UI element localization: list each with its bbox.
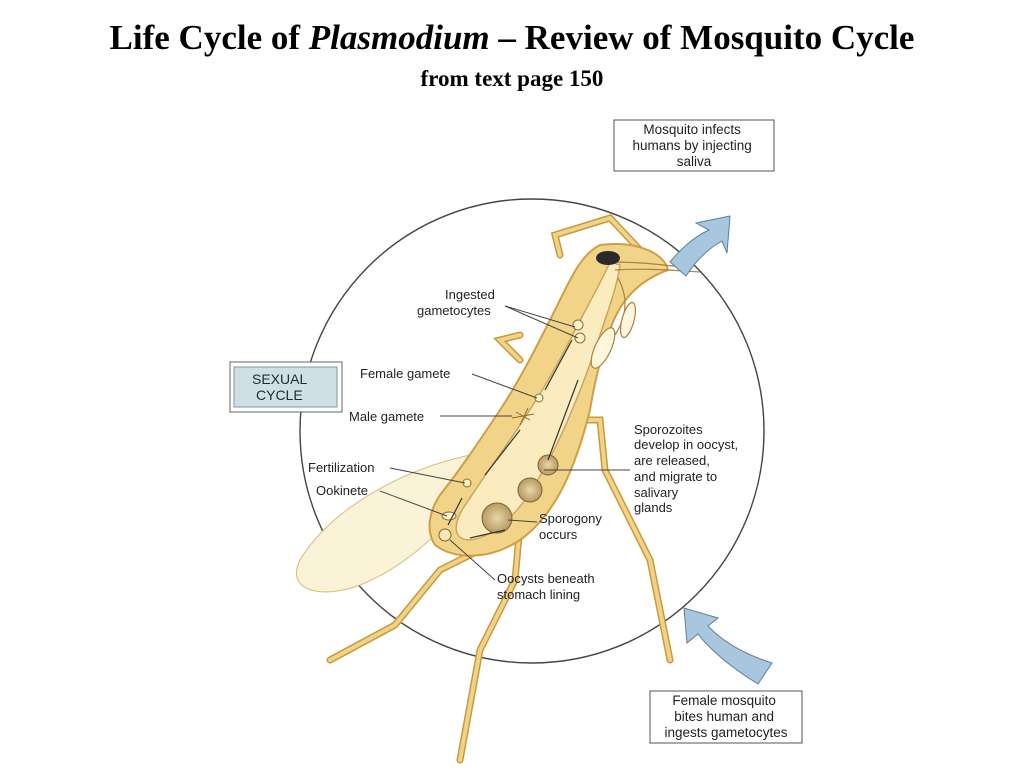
svg-text:Mosquito infects humans: Mosquito infects humans by injecting sal…: [632, 122, 755, 169]
salivary-glands: [590, 261, 701, 369]
slide-title: Life Cycle of Plasmodium – Review of Mos…: [109, 18, 915, 57]
mosquito-eye: [596, 251, 620, 265]
female-gamete-label: Female gamete: [360, 366, 450, 381]
fertilization-label: Fertilization: [308, 460, 374, 475]
sporozoites-label: Sporozoites develop in oocyst, are relea…: [634, 422, 742, 515]
sexual-cycle-box: SEXUAL CYCLE: [229, 361, 343, 413]
ookinete-label: Ookinete: [316, 483, 368, 498]
label-leaders: [379, 305, 630, 581]
arrow-in-from-human-icon: [683, 607, 773, 685]
svg-text:SEXUAL CYCLE: SEXUAL CYCLE: [252, 371, 311, 403]
oocysts-label: Oocysts beneath stomach lining: [497, 571, 598, 602]
gut-flow-arrows: [447, 339, 579, 539]
mosquito-wing: [296, 454, 471, 593]
arrow-out-to-human-icon: [669, 215, 731, 277]
genus-name: Plasmodium: [308, 18, 490, 57]
male-gamete-icon: [511, 407, 535, 426]
male-gamete-label: Male gamete: [349, 409, 424, 424]
slide-subtitle: from text page 150: [420, 66, 604, 91]
ingested-gametocytes-label: Ingested gametocytes: [417, 287, 499, 318]
gametocytes: [441, 319, 586, 521]
mosquito-infects-box: Mosquito infects humans by injecting sal…: [613, 119, 775, 172]
sporogony-label: Sporogony occurs: [539, 511, 606, 542]
svg-text:Female mosquito bites hu: Female mosquito bites human and ingests …: [664, 693, 787, 740]
female-mosquito-bites-box: Female mosquito bites human and ingests …: [649, 690, 803, 744]
